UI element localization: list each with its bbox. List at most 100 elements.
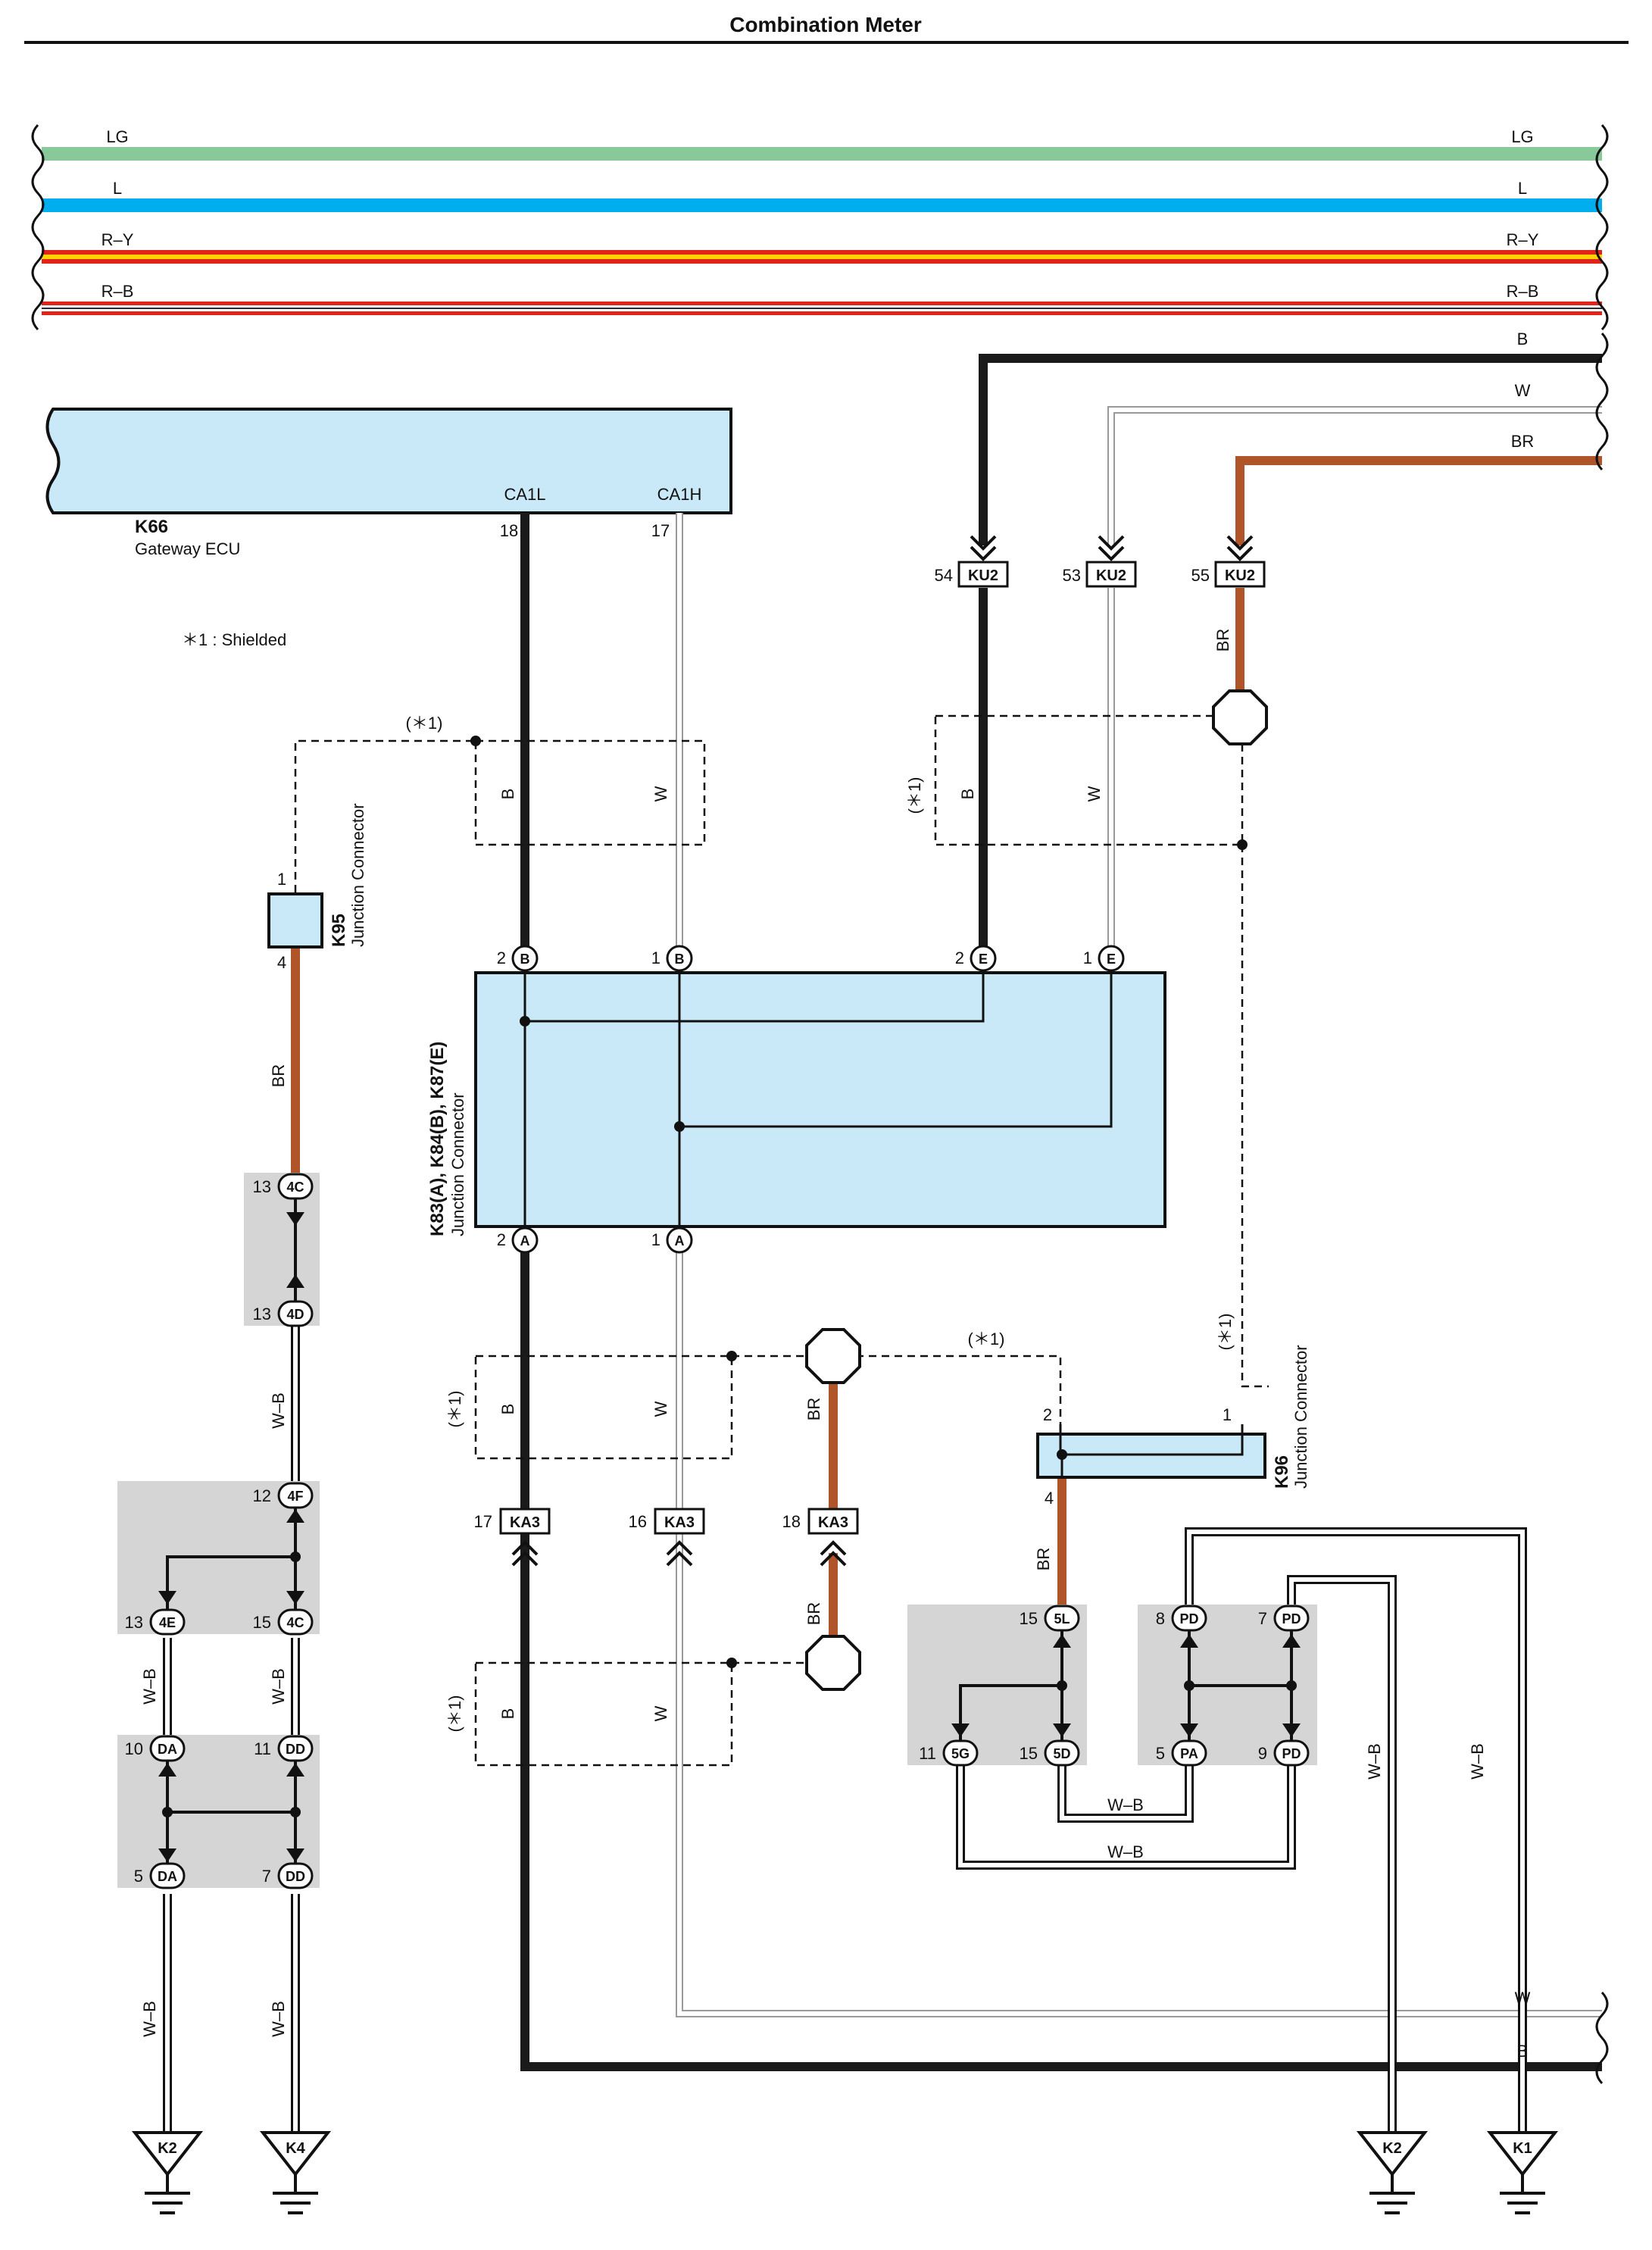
ground-k2-left-icon: K2 [131, 2131, 204, 2214]
wire-label-b: B [498, 789, 517, 800]
conn-pd7-pin: 7 [1258, 1609, 1267, 1628]
k83-top-pin-letter: B [675, 952, 685, 967]
conn-4f-code: 4F [287, 1489, 303, 1504]
conn-4c-pin: 15 [253, 1613, 271, 1632]
ecu-body [45, 408, 732, 514]
wire-label-wb: W–B [269, 1392, 288, 1429]
k83-bottom-pin-no: 1 [651, 1230, 660, 1249]
shield-junction-dot [726, 1658, 737, 1668]
wire-label-wb: W–B [140, 1668, 159, 1705]
ku2-53: KU2 53 [1063, 535, 1137, 588]
conn-4c-top-pin: 13 [253, 1177, 271, 1196]
ka3-16-pin: 16 [629, 1512, 647, 1531]
shield-boxes [294, 714, 1269, 1767]
wire-b-right [979, 354, 1602, 545]
wire-label-b: B [498, 1404, 517, 1415]
bus-label-l-right: L [1518, 179, 1527, 198]
conn-4c-top-code: 4C [286, 1180, 304, 1195]
k83-name: Junction Connector [448, 1092, 467, 1236]
k96-name: Junction Connector [1291, 1345, 1310, 1489]
conn-dd-top-pin: 11 [254, 1739, 271, 1758]
bus-label-rb-left: R–B [101, 282, 134, 301]
break-mark-right [1595, 123, 1609, 331]
shield-label-5: (＊1) [445, 1695, 464, 1733]
label-b-right: B [1517, 330, 1529, 348]
k96-junction-connector: 2 1 4 K96 Junction Connector [1036, 1345, 1310, 1508]
ku2-54-code: KU2 [968, 567, 998, 584]
wire-label-w: W [1085, 786, 1104, 802]
ka3-18-code: KA3 [818, 1514, 848, 1531]
ka3-17-code: KA3 [510, 1514, 540, 1531]
wire-label-b: B [498, 1708, 517, 1720]
ecu-pin-ca1h: CA1H [657, 485, 702, 504]
conn-pa-pin: 5 [1156, 1744, 1165, 1763]
label-w-right: W [1515, 381, 1531, 400]
shield-junction-dot [470, 736, 481, 746]
conn-pd8-pin: 8 [1156, 1609, 1165, 1628]
k83-top-pin-no: 1 [651, 948, 660, 967]
conn-4f-pin: 12 [253, 1486, 271, 1505]
wire-label-b: B [958, 789, 977, 800]
ku2-53-code: KU2 [1096, 567, 1126, 584]
conn-5l-code: 5L [1054, 1611, 1070, 1627]
label-br-right: BR [1511, 432, 1535, 451]
wire-label-br: BR [1213, 629, 1232, 652]
octagon-shield-ka3-top [805, 1328, 861, 1384]
bus-label-lg-right: LG [1511, 127, 1533, 146]
ground-k2-left-label: K2 [158, 2140, 177, 2157]
ka3-17-pin: 17 [474, 1512, 492, 1531]
bus-label-l-left: L [113, 179, 122, 198]
ecu-pin-no-17: 17 [651, 521, 670, 540]
label-b-bottom: B [1517, 2042, 1529, 2061]
break-mark-left [31, 123, 45, 331]
ka3-17: KA3 17 [474, 1508, 551, 1567]
wire-label-br: BR [269, 1064, 288, 1088]
k96-pin4: 4 [1045, 1489, 1054, 1508]
left-connector-groups [117, 1173, 320, 1888]
k83-bottom-pin-no: 2 [497, 1230, 506, 1249]
bus-label-rb-right: R–B [1507, 282, 1539, 301]
ku2-54: KU2 54 [935, 535, 1009, 588]
wire-label-wb: W–B [269, 2001, 288, 2037]
conn-4c-code: 4C [286, 1615, 304, 1630]
ecu-pin-no-18: 18 [500, 521, 518, 540]
k95-code: K95 [329, 914, 349, 947]
k83-top-pin-no: 2 [955, 948, 964, 967]
conn-5d-code: 5D [1053, 1746, 1070, 1761]
shield-note: ＊1 : Shielded [182, 630, 286, 649]
wire-label-w: W [651, 786, 670, 802]
conn-5d-pin: 15 [1020, 1744, 1038, 1763]
conn-pd7-code: PD [1282, 1611, 1301, 1627]
wire-label-wb: W–B [1468, 1743, 1487, 1780]
ground-k1-label: K1 [1513, 2140, 1532, 2157]
k83-code: K83(A), K84(B), K87(E) [427, 1042, 448, 1236]
ku2-54-pin: 54 [935, 566, 953, 585]
bus-label-ry-right: R–Y [1507, 230, 1539, 249]
break-mark-mid-right [1595, 332, 1609, 471]
ecu-name: Gateway ECU [135, 539, 240, 558]
k95-pin-top: 1 [277, 870, 286, 889]
wire-label-w: W [651, 1401, 670, 1417]
conn-5l-pin: 15 [1020, 1609, 1038, 1628]
wire-w-right [1107, 406, 1602, 545]
k83-bottom-pin-letter: A [675, 1233, 685, 1248]
conn-pd9-code: PD [1282, 1746, 1301, 1761]
k83-junction-connector: K83(A), K84(B), K87(E) Junction Connecto… [427, 971, 1166, 1236]
conn-dd-bot-pin: 7 [262, 1867, 271, 1886]
conn-dd-top-code: DD [286, 1742, 305, 1757]
wire-label-wb: W–B [1107, 1795, 1144, 1814]
conn-4d-pin: 13 [253, 1305, 271, 1323]
conn-da-bot-pin: 5 [134, 1867, 143, 1886]
ecu-pin-ca1l: CA1L [504, 485, 545, 504]
shield-junction-dot [1237, 839, 1248, 850]
conn-pa-code: PA [1180, 1746, 1198, 1761]
conn-pd9-pin: 9 [1258, 1744, 1267, 1763]
conn-5g-code: 5G [951, 1746, 970, 1761]
grounds: K2 K4 K2 K1 [131, 2131, 1559, 2214]
ku2-55-code: KU2 [1225, 567, 1255, 584]
octagon-shield-ka3-bot [805, 1635, 861, 1691]
ground-k4-label: K4 [286, 2140, 305, 2157]
k83-top-pin-letter: B [520, 952, 530, 967]
left-connector-pills: 4C 13 4D 13 4F 12 4E 13 4C 15 DA 10 DD 1… [125, 1173, 314, 1889]
conn-da-top-pin: 10 [125, 1739, 143, 1758]
